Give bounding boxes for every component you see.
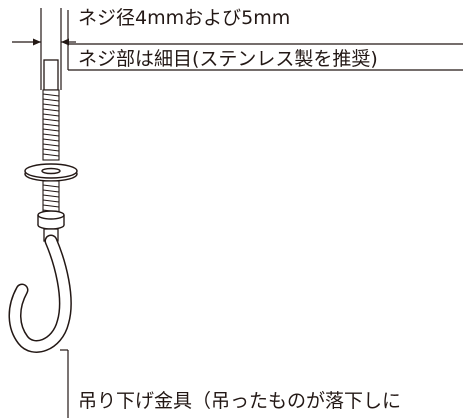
screw-thread-lower: [42, 180, 60, 216]
nut: [37, 210, 65, 230]
screw-thread-label: ネジ部は細目(ステンレス製を推奨): [78, 48, 378, 70]
washer: [24, 163, 78, 182]
screw-diameter-label: ネジ径4mmおよび5mm: [78, 7, 291, 29]
hook: [8, 234, 72, 353]
dimension-arrows: [33, 38, 69, 46]
screw-thread: [42, 89, 60, 161]
screw-shaft: [43, 59, 59, 91]
hook-fitting-label: 吊り下げ金具（吊ったものが落下しに: [78, 390, 402, 412]
